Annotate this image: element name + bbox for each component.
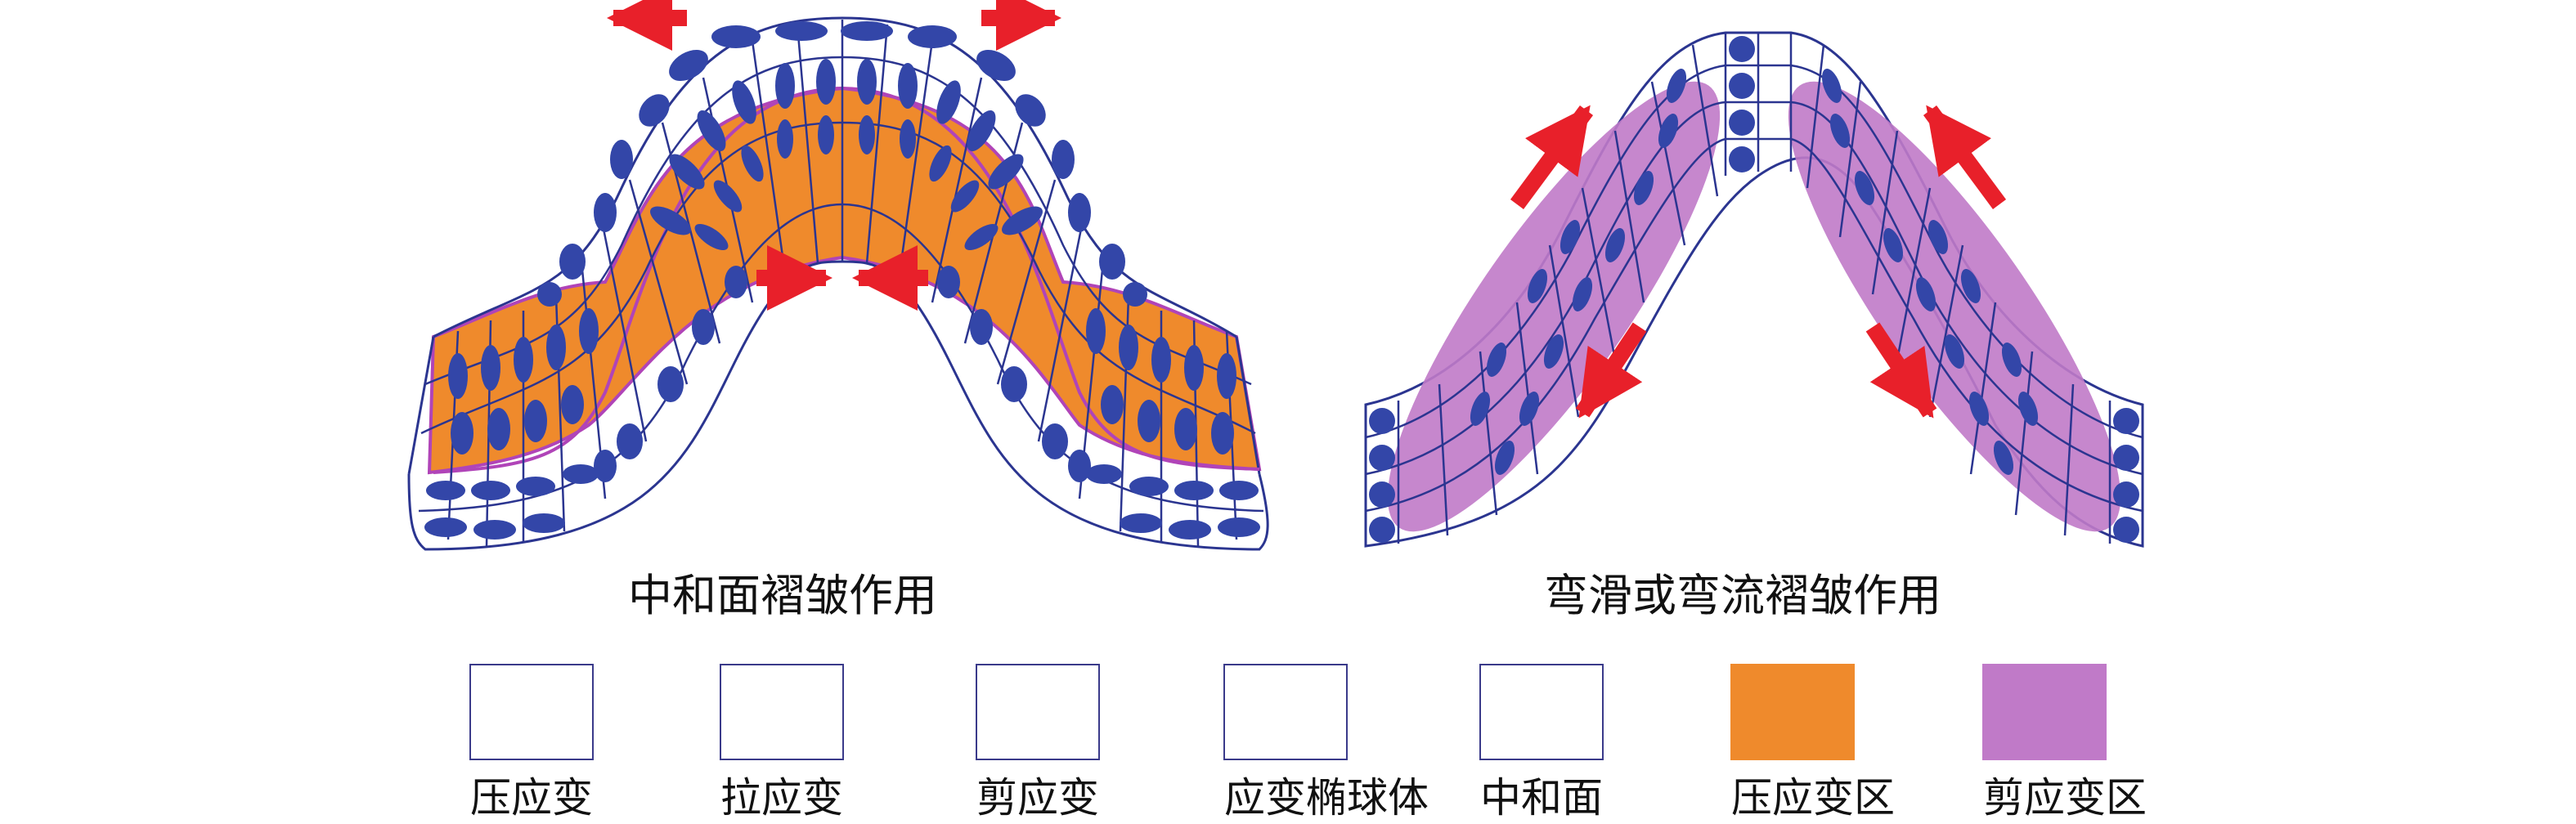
legend-label-compression-zone: 压应变区: [1731, 774, 1895, 822]
flexural-slip-fold-panel: [1364, 31, 2144, 548]
legend-label-neutral: 中和面: [1480, 774, 1603, 822]
legend-label-shear: 剪应变: [976, 774, 1099, 822]
strain-arrows-left: [607, 0, 1061, 311]
legend-box-neutral: [1479, 664, 1604, 760]
legend-box-compression: [469, 664, 594, 760]
shear-zone-swatch: [1982, 664, 2107, 760]
legend-box-extension: [720, 664, 844, 760]
legend-label-compression: 压应变: [470, 774, 593, 822]
right-panel-caption: 弯滑或弯流褶皱作用: [1544, 570, 1941, 621]
legend-label-ellipsoid: 应变椭球体: [1224, 774, 1429, 822]
compression-zone-swatch: [1730, 664, 1855, 760]
legend-label-extension: 拉应变: [720, 774, 843, 822]
strain-ellipses-left: [424, 21, 1260, 540]
legend-label-shear-zone: 剪应变区: [1983, 774, 2147, 822]
shear-zone-right: [1788, 81, 2121, 532]
left-panel-caption: 中和面褶皱作用: [628, 570, 937, 621]
strain-ellipses-right: [1369, 36, 2139, 543]
legend-box-ellipsoid: [1223, 664, 1348, 760]
neutral-surface-fold-panel: [407, 0, 1269, 551]
legend-box-shear: [976, 664, 1100, 760]
shear-arrows-right: [1510, 105, 2007, 419]
